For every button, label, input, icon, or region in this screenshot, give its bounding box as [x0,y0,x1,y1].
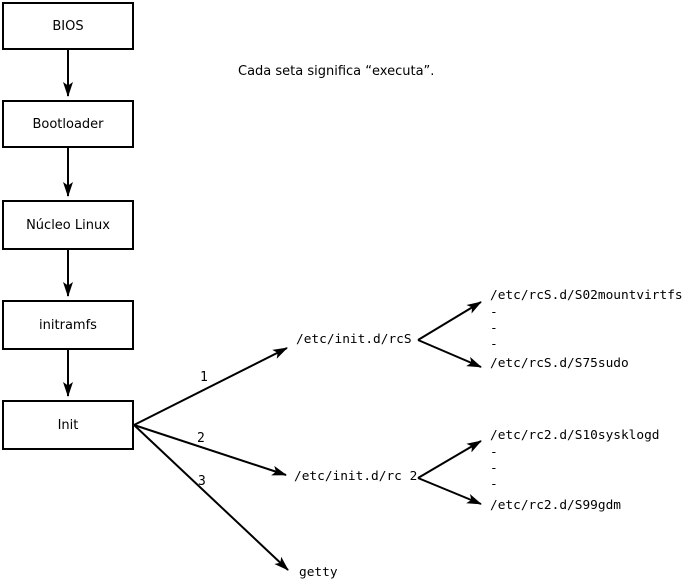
rcs-first-script: /etc/rcS.d/S02mountvirtfs [490,288,682,303]
flow-box-initramfs-label: initramfs [39,317,97,333]
note-text: Cada seta significa “executa”. [238,64,435,79]
arrow-rcs-to-last-script [417,339,482,368]
rc2-ellipsis-dash: - [490,445,498,460]
arrow-init-to-rc2 [133,424,287,476]
target-rc2-script: /etc/init.d/rc 2 [294,469,418,484]
rcs-ellipsis-dash: - [490,305,498,320]
flow-box-nucleo-linux-label: Núcleo Linux [26,217,110,233]
flow-box-init: Init [2,400,134,450]
flow-box-bootloader: Bootloader [2,100,134,148]
rcs-ellipsis-dash: - [490,337,498,352]
arrow-rcs-to-first-script [417,301,482,341]
rc2-last-script: /etc/rc2.d/S99gdm [490,498,621,513]
flow-box-bootloader-label: Bootloader [32,116,104,132]
arrow-init-to-getty [133,424,289,571]
target-getty: getty [299,565,338,580]
arrow-rc2-to-last-script [417,477,482,505]
branch-number-1: 1 [200,370,208,385]
rc2-ellipsis-dash: - [490,477,498,492]
rc2-ellipsis-dash: - [490,461,498,476]
flow-box-bios: BIOS [2,2,134,50]
rc2-first-script: /etc/rc2.d/S10sysklogd [490,428,660,443]
target-rcs-script: /etc/init.d/rcS [296,332,412,347]
branch-number-3: 3 [198,474,206,489]
flow-box-initramfs: initramfs [2,300,134,350]
flow-box-bios-label: BIOS [52,18,84,34]
rcs-ellipsis-dash: - [490,321,498,336]
flow-box-init-label: Init [57,417,79,433]
arrow-init-to-rcs [133,347,288,426]
rcs-last-script: /etc/rcS.d/S75sudo [490,356,629,371]
arrow-rc2-to-first-script [417,440,482,479]
branch-number-2: 2 [197,431,205,446]
flow-box-nucleo-linux: Núcleo Linux [2,200,134,250]
